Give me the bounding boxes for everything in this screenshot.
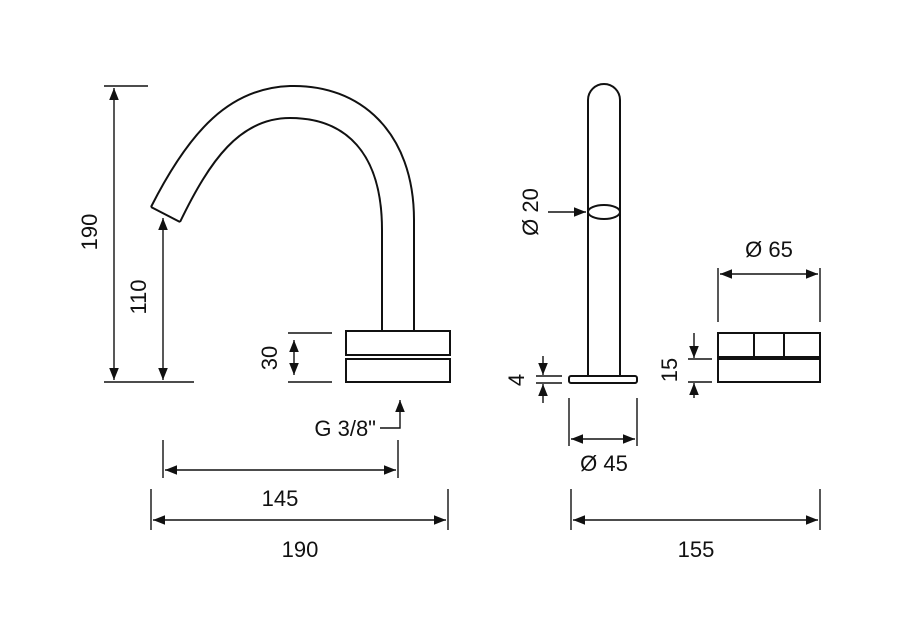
dim-connection: G 3/8" — [314, 416, 376, 441]
base-body — [345, 330, 451, 356]
dim-total-height: 190 — [77, 214, 102, 251]
connection-leader — [380, 400, 405, 429]
spout-tip — [150, 206, 181, 223]
front-view: Ø 20 4 Ø 45 — [504, 83, 638, 476]
side-view: 190 110 30 G 3/8" 145 190 — [77, 84, 451, 562]
dim-plate-diameter: Ø 45 — [580, 451, 628, 476]
spout-column — [587, 83, 621, 376]
dim-center-distance: 155 — [678, 537, 715, 562]
handle-body — [717, 332, 821, 358]
base-plate — [568, 375, 638, 384]
dim-spout-height: 110 — [126, 279, 151, 314]
dim-total-length: 190 — [282, 537, 319, 562]
dim-spout-diameter: Ø 20 — [518, 188, 543, 236]
dim-spout-reach: 145 — [262, 486, 299, 511]
dim-handle-height: 15 — [657, 358, 682, 382]
base-ring — [345, 358, 451, 383]
spout-inner-outline — [179, 116, 383, 330]
dim-base-height: 30 — [257, 346, 282, 370]
dim-handle-diameter: Ø 65 — [745, 237, 793, 262]
spout-outer-outline — [150, 84, 415, 330]
handle-base — [717, 358, 821, 383]
dim-plate-thickness: 4 — [504, 374, 529, 386]
handle-view: Ø 65 15 — [657, 237, 821, 398]
spout-section — [587, 204, 621, 220]
